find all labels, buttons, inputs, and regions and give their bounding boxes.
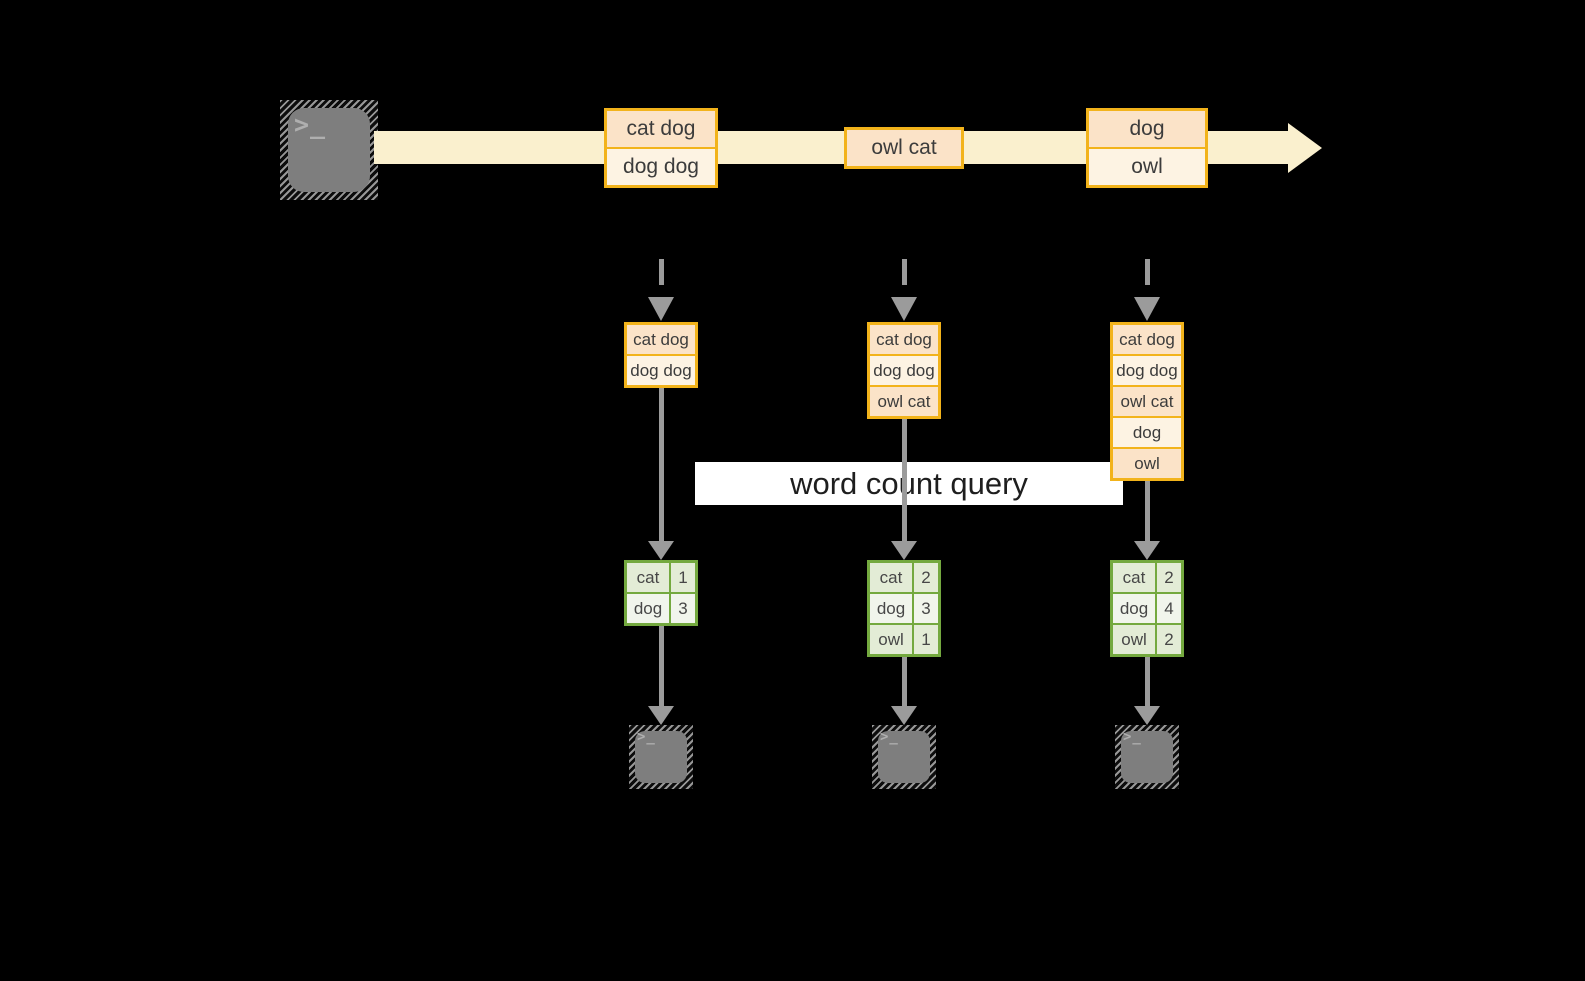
stream-event-row: dog dog — [607, 149, 715, 185]
arrow-line — [1145, 657, 1150, 707]
arrow-line — [902, 657, 907, 707]
terminal-window — [1121, 731, 1173, 783]
down-arrow-icon — [891, 297, 917, 321]
state-row: cat dog — [1113, 325, 1181, 354]
word-count-query-banner: word count query — [695, 462, 1123, 505]
count-word: dog — [1113, 594, 1155, 623]
arrow-line — [659, 626, 664, 707]
count-row: cat 1 — [627, 563, 695, 592]
count-row: dog 4 — [1113, 594, 1181, 623]
down-arrow-icon — [648, 541, 674, 560]
count-word: cat — [870, 563, 912, 592]
terminal-prompt-icon: >_ — [294, 110, 327, 139]
count-row: owl 2 — [1113, 625, 1181, 654]
terminal-prompt-icon: >_ — [637, 729, 656, 745]
terminal-prompt-icon: >_ — [1123, 729, 1142, 745]
count-row: cat 2 — [870, 563, 938, 592]
count-value: 1 — [671, 563, 695, 592]
arrow-line — [659, 388, 664, 542]
count-value: 2 — [914, 563, 938, 592]
count-value: 2 — [1157, 563, 1181, 592]
count-table-1: cat 1 dog 3 — [624, 560, 698, 626]
count-row: cat 2 — [1113, 563, 1181, 592]
count-word: owl — [870, 625, 912, 654]
state-box-2: cat dog dog dog owl cat — [867, 322, 941, 419]
down-arrow-icon — [648, 706, 674, 725]
state-row: cat dog — [627, 325, 695, 354]
state-row: dog dog — [1113, 356, 1181, 385]
terminal-icon-output-3: >_ — [1115, 725, 1179, 789]
state-row: cat dog — [870, 325, 938, 354]
state-box-3: cat dog dog dog owl cat dog owl — [1110, 322, 1184, 481]
stream-event-row: cat dog — [607, 111, 715, 147]
arrow-line — [902, 419, 907, 542]
stream-event-row: owl cat — [847, 130, 961, 166]
count-word: cat — [1113, 563, 1155, 592]
stream-event-row: owl — [1089, 149, 1205, 185]
count-word: dog — [627, 594, 669, 623]
terminal-icon-output-1: >_ — [629, 725, 693, 789]
count-row: owl 1 — [870, 625, 938, 654]
count-table-2: cat 2 dog 3 owl 1 — [867, 560, 941, 657]
stream-arrow-head-icon — [1288, 123, 1322, 173]
state-row: dog dog — [627, 356, 695, 385]
down-arrow-icon — [648, 297, 674, 321]
count-value: 4 — [1157, 594, 1181, 623]
stream-event-box-2: owl cat — [844, 127, 964, 169]
down-arrow-icon — [891, 541, 917, 560]
terminal-icon-output-2: >_ — [872, 725, 936, 789]
terminal-window — [635, 731, 687, 783]
down-arrow-icon — [1134, 297, 1160, 321]
terminal-window — [878, 731, 930, 783]
count-row: dog 3 — [627, 594, 695, 623]
stream-event-box-1: cat dog dog dog — [604, 108, 718, 188]
down-arrow-icon — [891, 706, 917, 725]
count-value: 3 — [671, 594, 695, 623]
count-value: 3 — [914, 594, 938, 623]
count-table-3: cat 2 dog 4 owl 2 — [1110, 560, 1184, 657]
count-value: 1 — [914, 625, 938, 654]
state-row: owl cat — [1113, 387, 1181, 416]
terminal-prompt-icon: >_ — [880, 729, 899, 745]
terminal-icon-source: >_ — [280, 100, 378, 200]
state-row: owl — [1113, 449, 1181, 478]
terminal-window — [288, 108, 370, 192]
state-box-1: cat dog dog dog — [624, 322, 698, 388]
down-arrow-icon — [1134, 541, 1160, 560]
arrow-line — [1145, 481, 1150, 542]
count-value: 2 — [1157, 625, 1181, 654]
count-word: dog — [870, 594, 912, 623]
dashed-arrow-segment — [1145, 259, 1150, 285]
dashed-arrow-segment — [902, 259, 907, 285]
down-arrow-icon — [1134, 706, 1160, 725]
dashed-arrow-segment — [659, 259, 664, 285]
count-word: owl — [1113, 625, 1155, 654]
stream-event-row: dog — [1089, 111, 1205, 147]
count-word: cat — [627, 563, 669, 592]
state-row: owl cat — [870, 387, 938, 416]
state-row: dog dog — [870, 356, 938, 385]
count-row: dog 3 — [870, 594, 938, 623]
state-row: dog — [1113, 418, 1181, 447]
stream-event-box-3: dog owl — [1086, 108, 1208, 188]
